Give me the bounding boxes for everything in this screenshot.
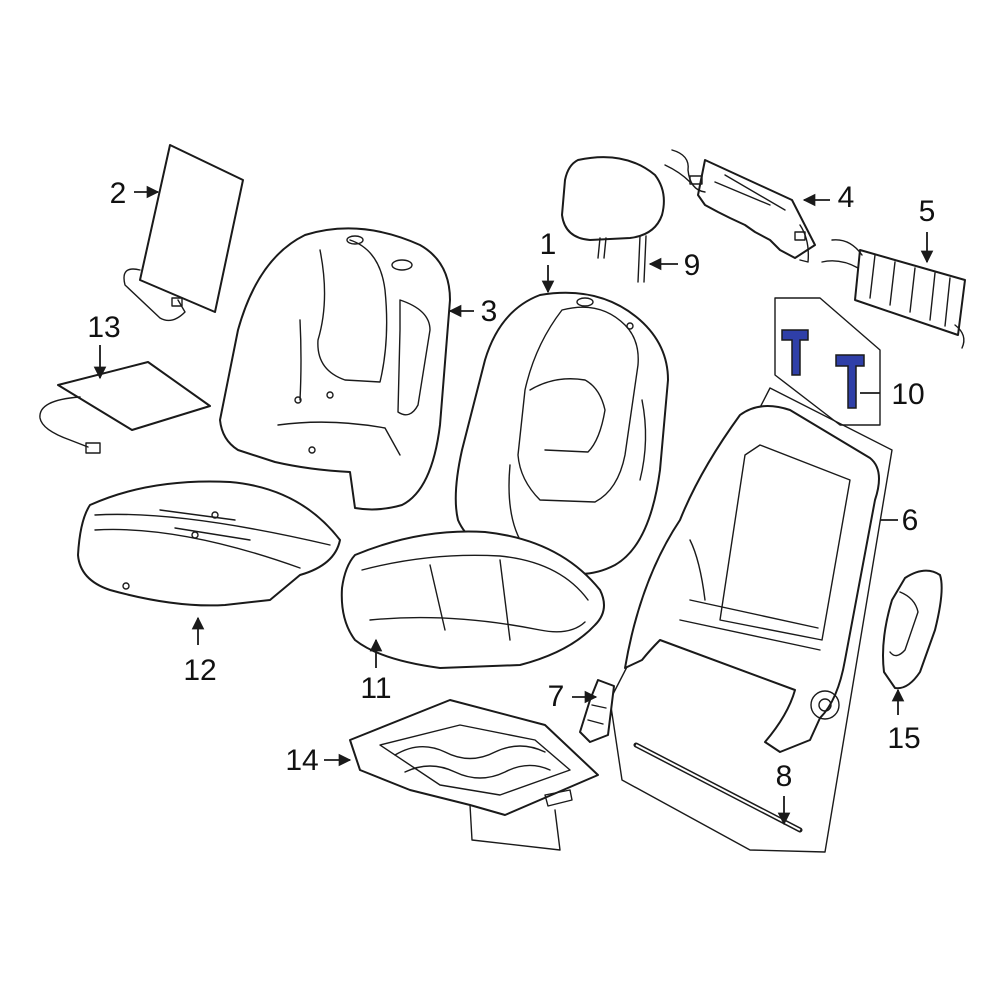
callout-6: 6 [902, 504, 919, 537]
part-13-cushion-heater-pad [39, 361, 211, 454]
callout-15: 15 [887, 722, 920, 755]
part-2-heater-pad [123, 144, 244, 322]
callout-7: 7 [548, 680, 565, 713]
part-6-back-frame [609, 387, 893, 853]
part-14-seat-frame [349, 699, 599, 851]
part-12-cushion-pad [77, 480, 341, 607]
part-5-lumbar-support [821, 239, 966, 349]
callout-11: 11 [360, 672, 391, 705]
callout-13: 13 [87, 311, 120, 344]
part-11-cushion [340, 530, 605, 669]
leader-lines [93, 185, 934, 826]
part-10-headrest-guides [774, 297, 881, 426]
callout-2: 2 [110, 177, 127, 210]
callout-3: 3 [481, 295, 498, 328]
callout-4: 4 [838, 181, 855, 214]
callout-8: 8 [776, 760, 793, 793]
callout-labels: 1 2 3 4 5 6 7 8 9 10 11 12 13 14 15 [87, 177, 935, 793]
callout-9: 9 [684, 249, 701, 282]
callout-12: 12 [183, 654, 216, 687]
part-3-back-cover [219, 227, 451, 511]
part-4-lumbar-mat [664, 149, 816, 263]
callout-1: 1 [540, 228, 557, 261]
callout-14: 14 [285, 744, 318, 777]
callout-10: 10 [891, 378, 924, 411]
part-1-seat-back [454, 291, 669, 575]
part-8-rod [633, 742, 803, 833]
callout-5: 5 [919, 195, 936, 228]
part-15-side-trim [882, 569, 943, 690]
part-7-recliner [579, 679, 615, 743]
part-9-headrest [561, 156, 665, 283]
